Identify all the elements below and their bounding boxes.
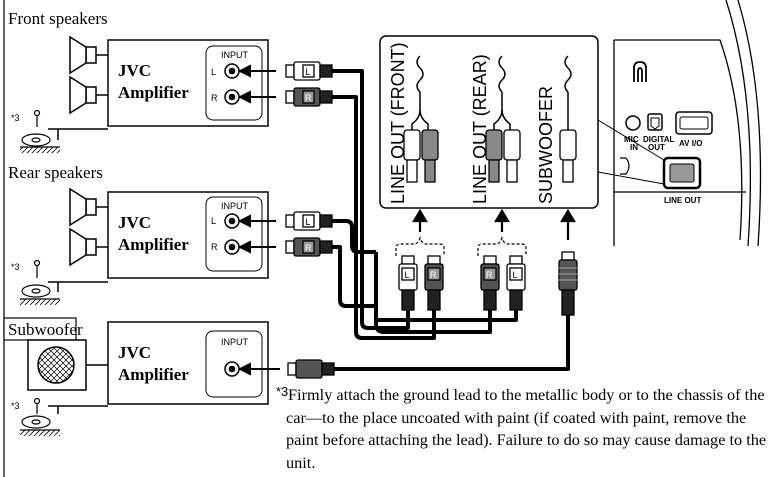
line-out-port-label: LINE OUT xyxy=(664,196,701,205)
front-l-rca-plug: L xyxy=(285,61,333,81)
front-speaker-upper-icon xyxy=(69,35,108,75)
head-unit-body xyxy=(613,0,762,247)
front-amplifier-label-2: Amplifier xyxy=(118,83,189,102)
front-input-r-jack xyxy=(224,89,240,105)
rear-input-panel xyxy=(205,196,263,272)
front-ground-symbol xyxy=(20,146,60,153)
front-speakers-title: Front speakers xyxy=(8,9,108,28)
front-input-r-label: R xyxy=(211,93,218,103)
front-l-unit-plug: L xyxy=(398,255,418,311)
sub-female-connector xyxy=(559,129,577,183)
rear-input-arrows xyxy=(237,214,276,254)
sub-amplifier-label-2: Amplifier xyxy=(118,365,189,384)
front-ground-screw-icon xyxy=(21,109,51,147)
sub-input-arrow xyxy=(237,362,280,376)
rear-female-connectors xyxy=(485,129,521,183)
out-label: OUT xyxy=(648,143,665,152)
sub-rca-plug xyxy=(287,359,335,379)
front-ground-mark: *3 xyxy=(11,113,20,123)
sub-ground-mark: *3 xyxy=(11,401,20,411)
svg-text:L: L xyxy=(306,217,311,227)
rear-input-l-label: L xyxy=(211,216,216,226)
front-speaker-lower-icon xyxy=(69,75,108,115)
subwoofer-icon xyxy=(27,339,108,391)
line-out-front-label: LINE OUT (FRONT) xyxy=(388,42,408,204)
rear-l-rca-plug: L xyxy=(285,211,333,231)
rear-ground-symbol xyxy=(20,298,60,305)
head-unit-hook-icon xyxy=(633,61,647,82)
sub-ground-screw-icon xyxy=(21,397,51,429)
grounding-note: Firmly attach the ground lead to the met… xyxy=(286,385,767,472)
front-female-connectors xyxy=(403,129,439,183)
svg-text:R: R xyxy=(430,270,437,280)
line-out-port xyxy=(662,156,702,190)
panel-wire-squiggles xyxy=(411,55,572,130)
line-out-rear-label: LINE OUT (REAR) xyxy=(470,54,490,204)
zoom-callout-lines xyxy=(597,119,665,185)
in-label: IN xyxy=(630,143,638,152)
front-input-l-jack xyxy=(224,63,240,79)
unit-panel-arrows xyxy=(412,208,576,240)
av-io-label: AV I/O xyxy=(679,139,702,148)
front-r-rca-plug: R xyxy=(285,87,333,107)
rear-input-r-jack xyxy=(224,239,240,255)
rear-input-r-label: R xyxy=(211,242,218,252)
rear-speaker-lower-icon xyxy=(69,227,108,267)
svg-text:R: R xyxy=(305,243,312,253)
line-out-port-secondary xyxy=(620,157,630,175)
front-input-label: INPUT xyxy=(221,50,249,60)
mic-in-jack xyxy=(625,115,641,131)
digital-label: DIGITAL xyxy=(643,135,675,144)
rear-input-l-jack xyxy=(224,213,240,229)
front-amplifier-label-1: JVC xyxy=(118,61,151,80)
svg-text:L: L xyxy=(306,67,311,77)
sub-ground-symbol xyxy=(20,429,60,436)
rear-r-unit-plug: R xyxy=(480,255,500,311)
rear-r-rca-plug: R xyxy=(285,237,333,257)
front-r-unit-plug: R xyxy=(424,255,444,311)
svg-text:L: L xyxy=(513,270,518,280)
front-input-arrows xyxy=(237,64,276,104)
rear-amplifier-label-1: JVC xyxy=(118,213,151,232)
subwoofer-title: Subwoofer xyxy=(8,320,83,339)
rear-speaker-upper-icon xyxy=(69,187,108,227)
sub-unit-plug xyxy=(558,251,578,316)
rear-ground-screw-icon xyxy=(21,259,51,298)
sub-amplifier-label-1: JVC xyxy=(118,343,151,362)
svg-text:R: R xyxy=(486,270,493,280)
av-io-port xyxy=(675,111,713,135)
rear-l-unit-plug: L xyxy=(506,255,526,311)
signal-cables xyxy=(332,69,570,371)
rear-amplifier-label-2: Amplifier xyxy=(118,235,189,254)
svg-text:L: L xyxy=(405,270,410,280)
mic-label: MIC xyxy=(624,135,639,144)
front-input-l-label: L xyxy=(211,67,216,77)
note-mark: *3 xyxy=(276,384,289,399)
rear-ground-mark: *3 xyxy=(11,262,20,272)
digital-out-jack xyxy=(647,113,663,131)
plug-pair-brackets xyxy=(395,236,527,256)
rear-input-label: INPUT xyxy=(221,201,249,211)
rear-speakers-title: Rear speakers xyxy=(8,163,103,182)
svg-text:R: R xyxy=(305,93,312,103)
sub-input-jack xyxy=(224,361,240,377)
subwoofer-out-label: SUBWOOFER xyxy=(536,86,556,204)
sub-input-label: INPUT xyxy=(221,337,249,347)
